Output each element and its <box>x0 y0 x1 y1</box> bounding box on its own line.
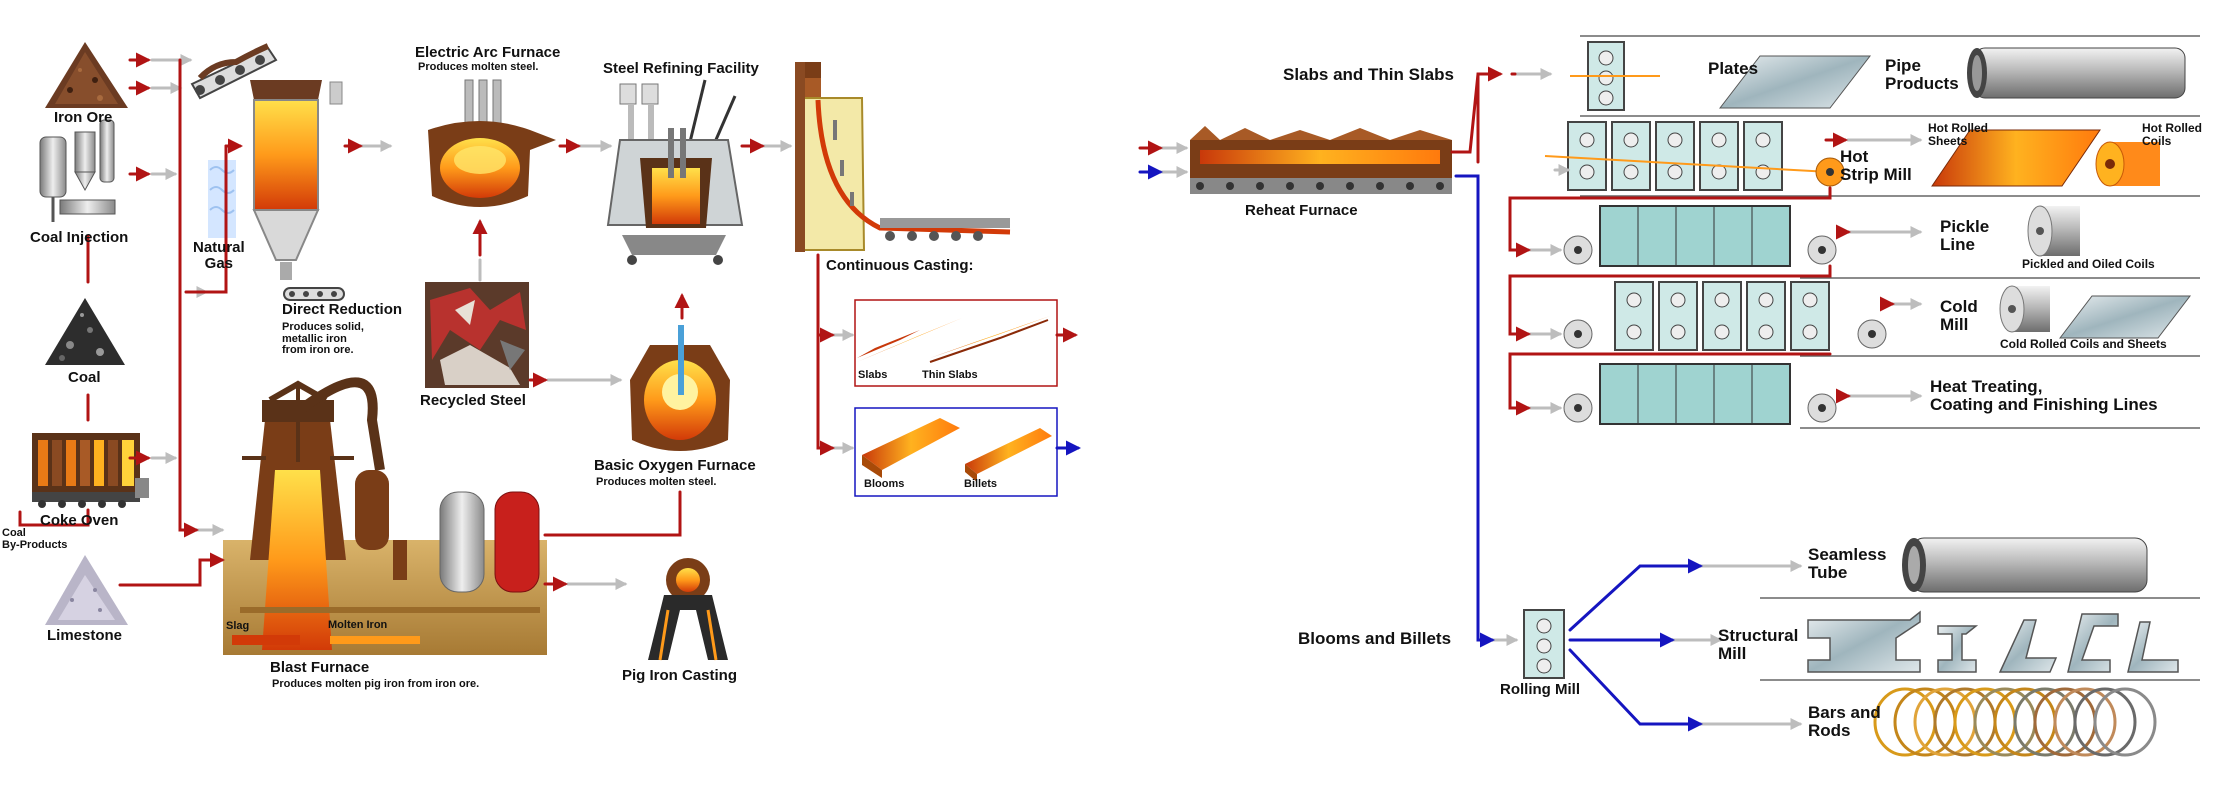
label-direct-reduction: Direct Reduction <box>282 301 403 318</box>
hot-rolled-coil-icon <box>2095 141 2160 187</box>
coal-pile-icon <box>45 298 125 365</box>
label-iron-ore: Iron Ore <box>54 109 113 126</box>
label-basic-oxygen-furnace: Basic Oxygen Furnace <box>594 457 756 474</box>
label-coke-oven: Coke Oven <box>40 512 119 529</box>
coke-oven-icon <box>32 433 149 508</box>
label-coal-injection: Coal Injection <box>30 229 129 246</box>
label-pipe-products: Pipe Products <box>1885 56 1959 93</box>
right-flow-lines <box>1138 66 1923 732</box>
bars-rods-icon <box>1873 687 2157 757</box>
pipe-icon <box>1967 47 2186 99</box>
label-heat-treating: Heat Treating, Coating and Finishing Lin… <box>1930 377 2158 414</box>
label-hot-rolled-coils: Hot Rolled Coils <box>2142 121 2202 148</box>
cold-rolled-coil-icon <box>1999 285 2192 339</box>
label-reheat-furnace: Reheat Furnace <box>1245 202 1358 219</box>
label-continuous-casting: Continuous Casting: <box>826 257 974 274</box>
label-thin-slabs: Thin Slabs <box>922 369 978 381</box>
label-rolling-mill: Rolling Mill <box>1500 681 1580 698</box>
reheat-furnace-icon <box>1190 126 1452 194</box>
label-bof-note: Produces molten steel. <box>596 476 717 488</box>
basic-oxygen-furnace-icon <box>630 325 730 451</box>
label-natural-gas: Natural Gas <box>193 239 245 272</box>
continuous-caster-icon <box>795 62 1011 252</box>
heat-treating-line-icon <box>1563 363 1837 425</box>
recycled-steel-icon <box>425 282 529 388</box>
pig-iron-casting-icon <box>648 558 728 661</box>
limestone-pile-icon <box>45 555 128 625</box>
plate-icon <box>1718 55 1872 109</box>
pickled-coil-icon <box>2027 205 2080 257</box>
label-bars-and-rods: Bars and Rods <box>1808 703 1881 740</box>
right-panel-dividers <box>1580 35 2200 681</box>
label-hot-strip-mill: Hot Strip Mill <box>1840 147 1912 184</box>
blast-furnace-icon <box>223 377 547 655</box>
cold-mill-icon <box>1563 281 1887 351</box>
label-coal: Coal <box>68 369 101 386</box>
label-recycled-steel: Recycled Steel <box>420 392 526 409</box>
slabs-box <box>854 299 1058 387</box>
label-seamless-tube: Seamless Tube <box>1808 545 1887 582</box>
slab-bar-icon <box>857 316 1050 363</box>
label-molten-iron: Molten Iron <box>328 619 388 631</box>
electric-arc-furnace-icon <box>428 79 556 207</box>
label-structural-mill: Structural Mill <box>1718 626 1799 663</box>
label-plates: Plates <box>1708 59 1759 78</box>
coal-injection-icon <box>39 119 116 222</box>
blooms-box <box>854 407 1058 497</box>
label-pickled-oiled-coils: Pickled and Oiled Coils <box>2022 257 2155 271</box>
label-steel-refining: Steel Refining Facility <box>603 60 759 77</box>
label-eaf-note: Produces molten steel. <box>418 61 539 73</box>
pickle-line-icon <box>1563 205 1837 267</box>
structural-shapes-icon <box>1807 610 2179 673</box>
label-slabs-and-thin-slabs: Slabs and Thin Slabs <box>1283 65 1454 84</box>
natural-gas-icon <box>208 160 236 238</box>
label-blast-furnace: Blast Furnace <box>270 659 370 676</box>
label-electric-arc-furnace: Electric Arc Furnace <box>415 44 561 61</box>
iron-ore-pile-icon <box>45 42 128 108</box>
hot-rolled-sheet-icon <box>1931 129 2101 187</box>
hot-strip-mill-icon <box>1544 121 1845 191</box>
label-hot-rolled-sheets: Hot Rolled Sheets <box>1928 121 1988 148</box>
label-direct-reduction-note: Produces solid, metallic iron from iron … <box>282 321 364 357</box>
direct-reduction-shaft-icon <box>250 80 345 301</box>
label-slabs: Slabs <box>858 369 888 381</box>
plate-mill-stand-icon <box>1570 41 1660 111</box>
label-limestone: Limestone <box>47 627 123 644</box>
label-billets: Billets <box>964 478 998 490</box>
label-pig-iron-casting: Pig Iron Casting <box>622 667 738 684</box>
label-blooms-and-billets: Blooms and Billets <box>1298 629 1452 648</box>
left-flow-lines <box>18 52 1081 592</box>
label-coal-byproducts: Coal By-Products <box>2 527 68 551</box>
label-blast-furnace-note: Produces molten pig iron from iron ore. <box>272 678 480 690</box>
label-pickle-line: Pickle Line <box>1940 217 1990 254</box>
ore-conveyor-icon <box>190 43 278 100</box>
seamless-tube-icon <box>1902 537 2148 593</box>
label-cold-rolled-coils-sheets: Cold Rolled Coils and Sheets <box>2000 337 2167 351</box>
label-slag: Slag <box>226 620 250 632</box>
bloom-bar-icon <box>862 418 1052 482</box>
steel-refining-facility-icon <box>606 79 744 265</box>
label-blooms: Blooms <box>864 478 905 490</box>
label-cold-mill: Cold Mill <box>1940 297 1978 334</box>
rolling-mill-icon <box>1523 609 1565 679</box>
